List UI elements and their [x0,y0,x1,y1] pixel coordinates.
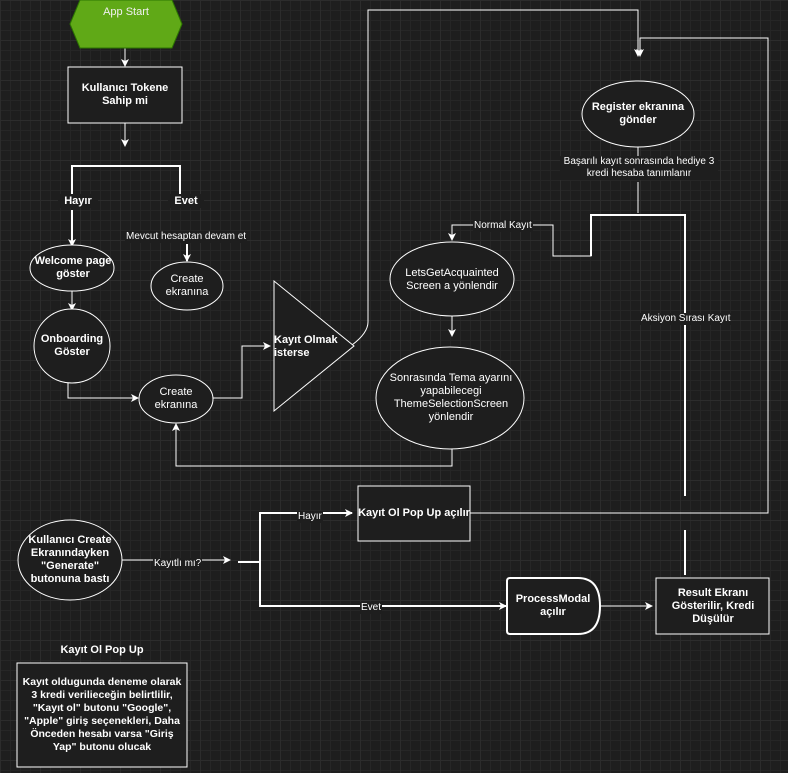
branch-yes-label: Evet [168,194,204,208]
edge-onboarding-to-create [67,382,139,402]
create-mid-label: Create ekranına [154,386,198,411]
branch-bracket-kayitli [238,509,353,563]
popup-box [357,485,471,542]
edge-label-aksiyon: Aksiyon Sırası Kayıt [640,313,732,325]
edge-popup-to-register [470,37,769,514]
edge-label-evet: Evet [360,602,383,614]
branch-no-label: Hayır [58,194,98,208]
create-top-label: Create ekranına [165,273,209,298]
note-title: Kayıt Ol Pop Up [60,643,144,656]
result-label: Result Ekranı Gösterilir, Kredi Düşülür [671,586,755,625]
lets-get-label: LetsGetAcquainted Screen a yönlendir [405,267,499,292]
app-start-hexagon [69,0,183,49]
edge-kayitli-evet [259,562,507,610]
create-top-ellipse [150,261,224,311]
welcome-label: Welcome page göster [34,255,112,280]
register-triangle-label: Kayıt Olmak isterse [274,334,338,359]
generate-label: Kullanıcı Create Ekranındayken "Generate… [28,534,112,585]
lets-get-ellipse [389,241,515,317]
note-box [16,662,188,768]
edge-label-basarili: Başarılı kayıt sonrasında hediye 3 kredi… [560,156,718,180]
app-start-label: App Start [103,5,149,18]
create-mid-ellipse [138,374,214,424]
edge-label-kayitli: Kayıtlı mı? [153,558,203,570]
register-ellipse [581,80,695,148]
theme-label: Sonrasında Tema ayarını yapabilecegi The… [389,372,513,423]
token-check-label: Kullanıcı Tokene Sahip mi [81,82,169,107]
result-box [655,577,770,635]
onboarding-ellipse [33,308,111,384]
branch-bracket-token [71,165,181,196]
theme-ellipse [375,346,525,450]
edge-triangle-to-register [351,9,642,346]
process-modal-label: ProcessModal açılır [515,593,591,618]
generate-ellipse [17,519,123,601]
edge-label-mevcut: Mevcut hesaptan devam et [125,231,248,243]
process-modal-shape [506,577,602,635]
register-triangle [273,279,355,413]
welcome-ellipse [29,244,115,292]
token-check-box [67,66,183,124]
register-label: Register ekranına gönder [591,101,685,126]
note-body: Kayıt oldugunda deneme olarak 3 kredi ve… [22,676,182,753]
edge-label-normal: Normal Kayıt [473,220,533,232]
edge-theme-to-create [172,423,453,467]
popup-label: Kayıt Ol Pop Up açılır [358,506,470,519]
onboarding-label: Onboarding Göster [40,333,104,358]
edge-create-to-triangle [213,342,271,399]
edge-label-hayir: Hayır [297,511,323,523]
branch-bracket-register [590,214,686,496]
